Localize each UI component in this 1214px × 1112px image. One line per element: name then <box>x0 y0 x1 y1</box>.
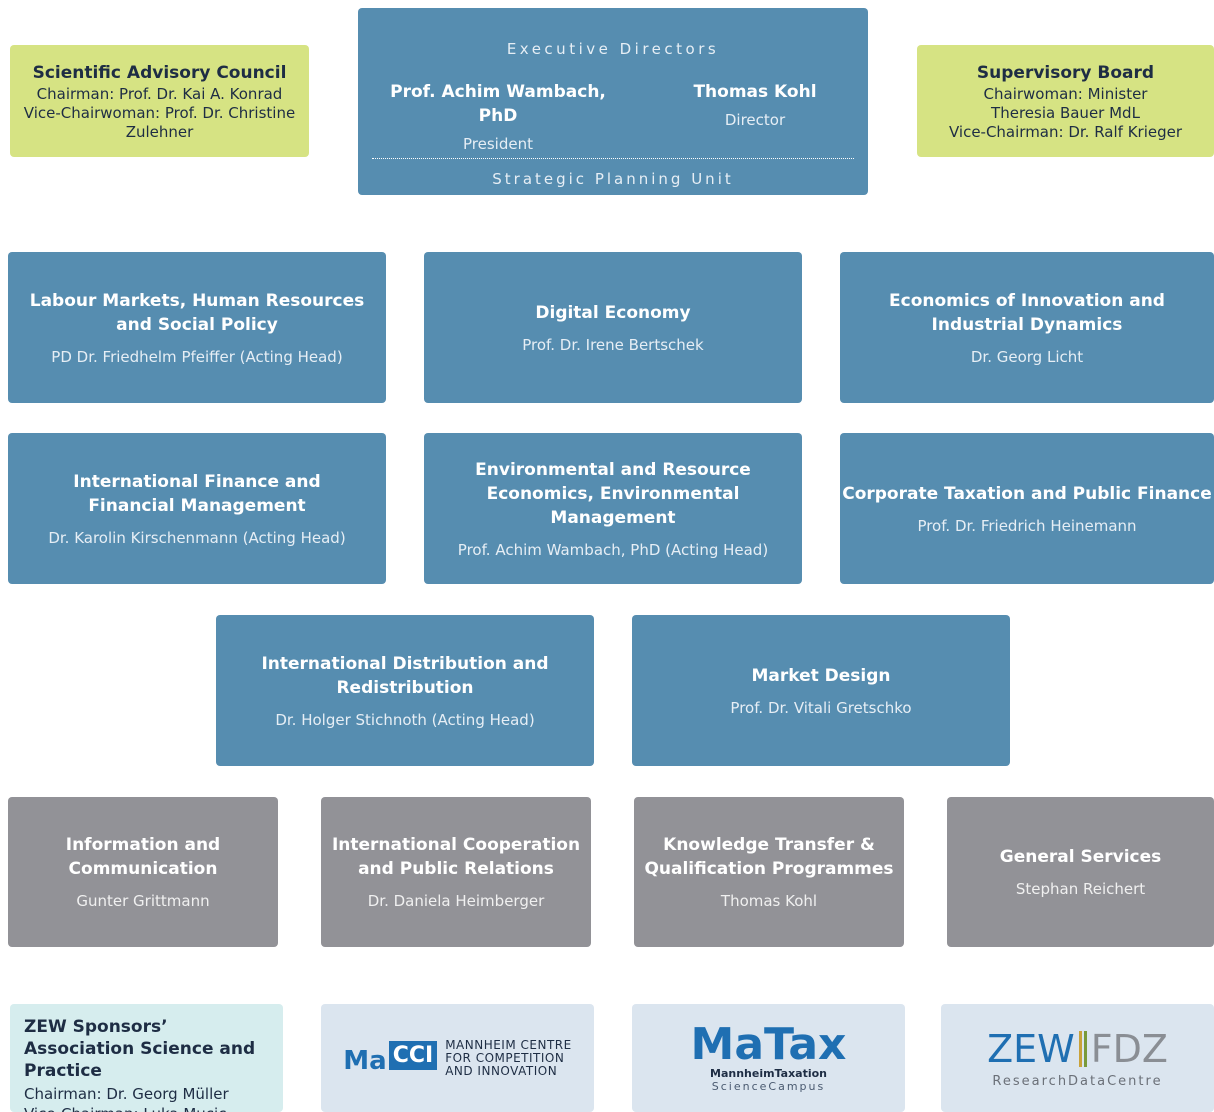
department-title: Environmental and Resource Economics, En… <box>475 459 751 528</box>
director: Thomas Kohl Director <box>668 80 842 130</box>
supervisory-line: Chairwoman: Minister <box>983 84 1148 103</box>
service-unit-box: General Services Stephan Reichert <box>947 797 1214 947</box>
matax-logo-text: MaTax <box>690 1019 847 1070</box>
maccci-logo-text: MANNHEIM CENTRE FOR COMPETITION AND INNO… <box>445 1037 572 1078</box>
supervisory-title: Supervisory Board <box>976 62 1155 83</box>
maccci-text-line: MANNHEIM CENTRE <box>445 1037 572 1052</box>
director-name: Thomas Kohl <box>693 82 817 102</box>
president-name: Prof. Achim Wambach, PhD <box>390 82 606 126</box>
advisory-title: Scientific Advisory Council <box>32 62 287 83</box>
dotted-divider <box>372 158 854 159</box>
department-head: Dr. Holger Stichnoth (Acting Head) <box>275 710 535 729</box>
advisory-line: Zulehner <box>125 122 194 141</box>
department-head: Prof. Dr. Irene Bertschek <box>522 335 704 354</box>
department-box: Market Design Prof. Dr. Vitali Gretschko <box>632 615 1010 766</box>
service-unit-box: International Cooperation and Public Rel… <box>321 797 591 947</box>
department-box: Corporate Taxation and Public Finance Pr… <box>840 433 1214 584</box>
department-box: Economics of Innovation and Industrial D… <box>840 252 1214 403</box>
executive-heading: Executive Directors <box>506 40 720 58</box>
department-title: Corporate Taxation and Public Finance <box>842 483 1212 504</box>
maccci-text-line: AND INNOVATION <box>445 1063 558 1078</box>
department-title: Market Design <box>751 665 891 686</box>
service-unit-box: Information and Communication Gunter Gri… <box>8 797 278 947</box>
department-head: PD Dr. Friedhelm Pfeiffer (Acting Head) <box>51 347 343 366</box>
supervisory-board-box: Supervisory Board Chairwoman: Minister T… <box>917 45 1214 157</box>
fdz-logo-text: FDZ <box>1090 1026 1168 1071</box>
director-role: Director <box>724 111 786 129</box>
service-head: Stephan Reichert <box>1015 880 1146 898</box>
matax-logo-sub1: MannheimTaxation <box>710 1067 827 1080</box>
service-head: Thomas Kohl <box>720 892 818 910</box>
zew-logo-text: ZEW <box>987 1026 1075 1071</box>
zew-logo-divider-2 <box>1083 1030 1087 1067</box>
supervisory-line: Vice-Chairman: Dr. Ralf Krieger <box>948 122 1183 141</box>
department-box: International Finance and Financial Mana… <box>8 433 386 584</box>
strategic-planning-unit: Strategic Planning Unit <box>492 170 734 188</box>
department-box: Labour Markets, Human Resources and Soci… <box>8 252 386 403</box>
department-head: Prof. Achim Wambach, PhD (Acting Head) <box>457 540 769 559</box>
service-head: Dr. Daniela Heimberger <box>367 892 545 910</box>
sponsors-association-box: ZEW Sponsors’ Association Science and Pr… <box>10 1004 283 1112</box>
matax-logo-sub2: ScienceCampus <box>711 1080 826 1093</box>
department-head: Dr. Georg Licht <box>970 347 1084 366</box>
president-role: President <box>463 135 533 153</box>
department-title: Digital Economy <box>535 302 691 323</box>
department-box: International Distribution and Redistrib… <box>216 615 594 766</box>
service-head: Gunter Grittmann <box>76 892 210 910</box>
zew-logo-sub: ResearchDataCentre <box>992 1073 1163 1089</box>
service-unit-box: Knowledge Transfer & Qualification Progr… <box>634 797 904 947</box>
zew-fdz-logo-box: ZEW FDZ ResearchDataCentre <box>941 1004 1214 1112</box>
sponsors-title: ZEW Sponsors’ Association Science and Pr… <box>24 1017 256 1081</box>
department-title: Economics of Innovation and Industrial D… <box>889 290 1165 335</box>
advisory-line: Vice-Chairwoman: Prof. Dr. Christine <box>23 103 296 122</box>
department-box: Environmental and Resource Economics, En… <box>424 433 802 584</box>
maccci-logo-box: Ma CCI MANNHEIM CENTRE FOR COMPETITION A… <box>321 1004 594 1112</box>
executive-directors-box: Executive Directors Prof. Achim Wambach,… <box>358 8 868 195</box>
maccci-logo-ma: Ma <box>343 1045 387 1076</box>
department-title: International Distribution and Redistrib… <box>261 653 549 698</box>
sponsors-line: Vice-Chairman: Luka Mucic <box>24 1104 226 1112</box>
scientific-advisory-council-box: Scientific Advisory Council Chairman: Pr… <box>10 45 309 157</box>
maccci-text-line: FOR COMPETITION <box>445 1050 565 1065</box>
service-title: Knowledge Transfer & Qualification Progr… <box>644 835 894 879</box>
president: Prof. Achim Wambach, PhD President <box>378 80 618 154</box>
zew-logo-divider <box>1078 1030 1082 1067</box>
sponsors-line: Chairman: Dr. Georg Müller <box>24 1085 229 1103</box>
department-head: Dr. Karolin Kirschenmann (Acting Head) <box>48 528 346 547</box>
service-title: International Cooperation and Public Rel… <box>331 835 581 879</box>
maccci-logo-cci: CCI <box>388 1040 438 1070</box>
department-box: Digital Economy Prof. Dr. Irene Bertsche… <box>424 252 802 403</box>
department-title: Labour Markets, Human Resources and Soci… <box>29 290 365 335</box>
service-title: General Services <box>999 847 1162 867</box>
service-title: Information and Communication <box>65 835 221 879</box>
department-head: Prof. Dr. Vitali Gretschko <box>730 698 912 717</box>
advisory-line: Chairman: Prof. Dr. Kai A. Konrad <box>36 84 283 103</box>
zew-fdz-logo-mark: ZEW FDZ <box>987 1028 1168 1070</box>
department-head: Prof. Dr. Friedrich Heinemann <box>917 516 1137 535</box>
maccci-logo-mark: Ma CCI <box>343 1040 438 1076</box>
department-title: International Finance and Financial Mana… <box>73 471 321 516</box>
supervisory-line: Theresia Bauer MdL <box>991 103 1140 122</box>
matax-logo-box: MaTax MannheimTaxation ScienceCampus <box>632 1004 905 1112</box>
